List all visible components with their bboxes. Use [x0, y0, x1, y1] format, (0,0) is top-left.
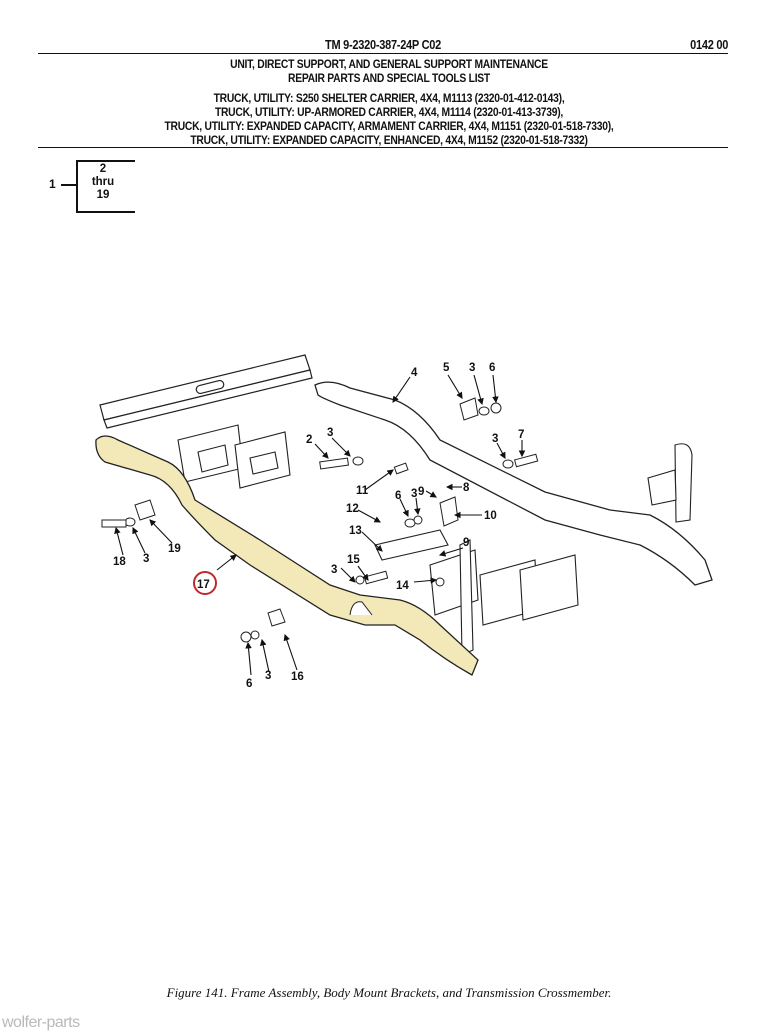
callout-3: 3 [492, 433, 498, 445]
header-rule-top [38, 53, 728, 54]
vehicle-line: TRUCK, UTILITY: EXPANDED CAPACITY, ARMAM… [164, 119, 614, 133]
title-line: REPAIR PARTS AND SPECIAL TOOLS LIST [288, 71, 490, 85]
range-thru: thru [91, 176, 115, 188]
callout-10: 10 [484, 510, 497, 522]
left-frame-rail-part-17 [95, 435, 479, 676]
range-end: 19 [96, 189, 110, 201]
range-start: 2 [99, 163, 107, 175]
callout-14: 14 [396, 580, 409, 592]
callout-3: 3 [143, 553, 149, 565]
callout-17: 17 [197, 579, 210, 591]
hardware [101, 397, 539, 643]
callout-2: 2 [306, 434, 312, 446]
callout-18: 18 [113, 556, 126, 568]
work-package-number: 0142 00 [690, 38, 728, 52]
watermark: wolfer-parts [2, 1014, 80, 1031]
callout-4: 4 [411, 367, 418, 379]
callout-3: 3 [327, 427, 333, 439]
figure-caption: Figure 141. Frame Assembly, Body Mount B… [166, 985, 612, 1000]
transmission-crossmember [374, 529, 449, 561]
highlighted-callout-17: 17 [193, 571, 217, 595]
title-line: UNIT, DIRECT SUPPORT, AND GENERAL SUPPOR… [230, 57, 548, 71]
callout-11: 11 [356, 485, 369, 497]
callout-13: 13 [349, 525, 362, 537]
callout-8: 8 [463, 482, 470, 494]
callout-3: 3 [411, 488, 417, 500]
assembly-parent-number: 1 [49, 177, 56, 191]
callout-3: 3 [469, 362, 475, 374]
callout-6: 6 [246, 678, 252, 690]
callout-6: 6 [395, 490, 401, 502]
header-rule-bottom [38, 147, 728, 148]
body-mount-brackets-right [429, 539, 579, 656]
page-header: TM 9-2320-387-24P C02 0142 00 [38, 38, 728, 52]
assembly-bracket [76, 160, 135, 213]
assembly-range: 2 thru 19 [80, 163, 126, 202]
body-mount-bracket-right [647, 443, 693, 523]
callout-16: 16 [291, 671, 304, 683]
callout-19: 19 [168, 543, 181, 555]
manual-title: UNIT, DIRECT SUPPORT, AND GENERAL SUPPOR… [0, 57, 778, 85]
callout-7: 7 [518, 429, 524, 441]
callout-leaders [114, 374, 526, 676]
callout-6: 6 [489, 362, 495, 374]
callout-3: 3 [331, 564, 337, 576]
tm-number: TM 9-2320-387-24P C02 [325, 38, 441, 52]
callout-3: 3 [265, 670, 271, 682]
vehicle-list: TRUCK, UTILITY: S250 SHELTER CARRIER, 4X… [0, 91, 778, 147]
callout-12: 12 [346, 503, 359, 515]
callout-9: 9 [418, 486, 424, 498]
callout-9: 9 [463, 537, 469, 549]
assembly-leader-line [61, 184, 76, 186]
vehicle-line: TRUCK, UTILITY: S250 SHELTER CARRIER, 4X… [213, 91, 565, 105]
callout-15: 15 [347, 554, 360, 566]
callout-numbers: 4 5 3 6 2 3 3 7 11 9 8 6 3 10 12 13 9 3 … [113, 362, 524, 690]
vehicle-line: TRUCK, UTILITY: EXPANDED CAPACITY, ENHAN… [190, 133, 588, 147]
rear-crossmember [99, 354, 313, 429]
callout-5: 5 [443, 362, 450, 374]
vehicle-line: TRUCK, UTILITY: UP-ARMORED CARRIER, 4X4,… [214, 105, 564, 119]
body-mount-brackets-left [177, 424, 291, 489]
